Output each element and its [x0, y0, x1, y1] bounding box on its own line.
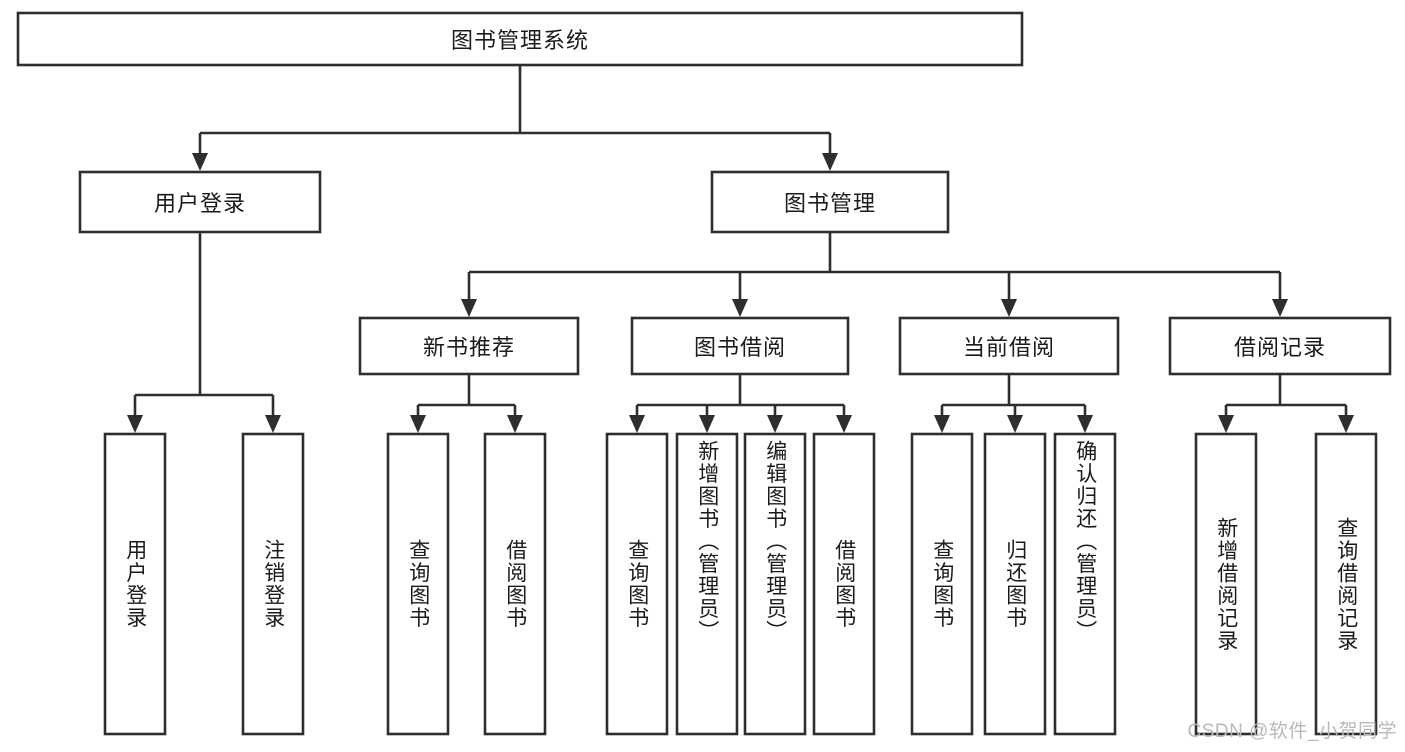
edge-root-to-user-login: [192, 133, 208, 171]
node-box-leaf-edit-book[interactable]: [743, 432, 807, 736]
edge-current-borrow-to-leaf-confirm-return: [1077, 405, 1093, 433]
edge-root-to-book-manage: [822, 133, 838, 171]
node-box-leaf-user-login[interactable]: [103, 432, 167, 736]
arrow-head-icon: [1338, 415, 1354, 433]
node-box-leaf-borrow-book-rec[interactable]: [483, 432, 547, 736]
edge-book-borrow-to-leaf-edit-book: [767, 405, 783, 433]
arrow-head-icon: [1007, 415, 1023, 433]
node-box-root[interactable]: [16, 11, 1024, 67]
connector-group-user-login: [135, 232, 273, 397]
edge-user-login-to-leaf-logout: [265, 395, 281, 433]
edge-book-borrow-to-leaf-query-book: [629, 405, 645, 433]
arrow-head-icon: [1218, 415, 1234, 433]
edge-book-manage-to-borrow-record: [1272, 272, 1288, 317]
node-box-leaf-logout[interactable]: [241, 432, 305, 736]
node-box-book-borrow[interactable]: [630, 316, 850, 376]
connector-group-new-book-rec: [418, 374, 515, 407]
connector-group-borrow-record: [1226, 374, 1346, 407]
arrow-head-icon: [192, 153, 208, 171]
arrow-head-icon: [699, 415, 715, 433]
node-box-new-book-rec[interactable]: [358, 316, 580, 376]
edge-new-book-rec-to-leaf-query-book-rec: [410, 405, 426, 433]
arrow-head-icon: [629, 415, 645, 433]
node-box-leaf-query-record[interactable]: [1314, 432, 1378, 736]
connector-group-root: [200, 65, 830, 135]
edge-borrow-record-to-leaf-add-record: [1218, 405, 1234, 433]
connector-group-book-manage: [469, 232, 1280, 274]
csdn-watermark: CSDN @软件_小贺同学: [1187, 721, 1397, 742]
node-box-user-login[interactable]: [78, 170, 322, 234]
arrow-head-icon: [934, 415, 950, 433]
edge-new-book-rec-to-leaf-borrow-book-rec: [507, 405, 523, 433]
node-box-leaf-query-book-cur[interactable]: [910, 432, 974, 736]
edge-current-borrow-to-leaf-query-book-cur: [934, 405, 950, 433]
arrow-head-icon: [507, 415, 523, 433]
node-box-leaf-borrow-book[interactable]: [812, 432, 876, 736]
arrow-head-icon: [836, 415, 852, 433]
arrow-head-icon: [1272, 299, 1288, 317]
edge-book-manage-to-book-borrow: [732, 272, 748, 317]
edge-book-borrow-to-leaf-borrow-book: [836, 405, 852, 433]
edge-book-manage-to-current-borrow: [1001, 272, 1017, 317]
node-box-leaf-return-book[interactable]: [983, 432, 1047, 736]
node-box-book-manage[interactable]: [710, 170, 950, 234]
arrow-head-icon: [127, 415, 143, 433]
arrow-head-icon: [732, 299, 748, 317]
edge-book-borrow-to-leaf-add-book: [699, 405, 715, 433]
arrow-head-icon: [1077, 415, 1093, 433]
arrow-head-icon: [461, 299, 477, 317]
node-box-borrow-record[interactable]: [1168, 316, 1392, 376]
node-box-leaf-query-book[interactable]: [605, 432, 669, 736]
arrow-head-icon: [767, 415, 783, 433]
node-box-current-borrow[interactable]: [898, 316, 1120, 376]
node-box-leaf-query-book-rec[interactable]: [386, 432, 450, 736]
edge-current-borrow-to-leaf-return-book: [1007, 405, 1023, 433]
arrow-head-icon: [265, 415, 281, 433]
edge-borrow-record-to-leaf-query-record: [1338, 405, 1354, 433]
edge-book-manage-to-new-book-rec: [461, 272, 477, 317]
node-box-leaf-add-record[interactable]: [1194, 432, 1258, 736]
node-box-leaf-confirm-return[interactable]: [1053, 432, 1117, 736]
node-box-leaf-add-book[interactable]: [675, 432, 739, 736]
connector-group-book-borrow: [637, 374, 844, 407]
arrow-head-icon: [822, 153, 838, 171]
arrow-head-icon: [1001, 299, 1017, 317]
arrow-head-icon: [410, 415, 426, 433]
edge-user-login-to-leaf-user-login: [127, 395, 143, 433]
connector-group-current-borrow: [942, 374, 1085, 407]
